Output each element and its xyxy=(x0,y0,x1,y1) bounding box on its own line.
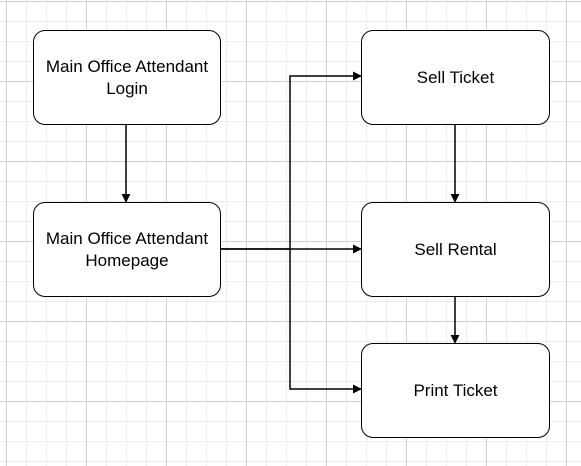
node-homepage-label: Main Office Attendant Homepage xyxy=(45,228,209,270)
node-login[interactable]: Main Office Attendant Login xyxy=(33,30,221,125)
edge-homepage-to-print-ticket xyxy=(289,249,362,394)
node-sell-ticket[interactable]: Sell Ticket xyxy=(361,30,550,125)
node-print-ticket[interactable]: Print Ticket xyxy=(361,343,550,438)
edge-homepage-to-sell-ticket xyxy=(220,71,362,250)
node-homepage[interactable]: Main Office Attendant Homepage xyxy=(33,202,221,297)
node-sell-rental[interactable]: Sell Rental xyxy=(361,202,550,297)
node-print-ticket-label: Print Ticket xyxy=(413,380,498,400)
node-login-label: Main Office Attendant Login xyxy=(45,56,209,98)
node-sell-rental-label: Sell Rental xyxy=(414,239,497,259)
node-sell-ticket-label: Sell Ticket xyxy=(416,67,495,87)
